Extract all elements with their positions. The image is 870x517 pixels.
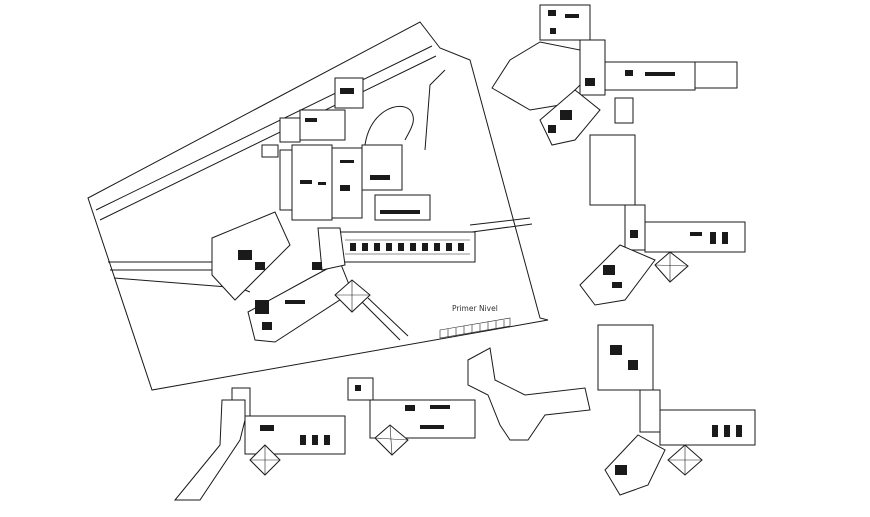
drive-north <box>424 69 446 151</box>
floor-plan-middle-right <box>579 134 746 306</box>
east-wing-rooms <box>350 243 464 251</box>
building-outline <box>467 347 591 441</box>
drive-loop <box>364 105 414 146</box>
road-east <box>469 217 533 233</box>
floor-plan-top-right <box>491 4 738 146</box>
central-building <box>211 77 476 343</box>
level-label: Primer Nivel <box>452 304 498 313</box>
floor-plan-bottom-left <box>173 387 346 501</box>
site-plan: Primer Nivel <box>87 21 549 391</box>
parking-strip <box>439 317 511 339</box>
site-boundary <box>87 21 549 391</box>
road-north <box>95 45 437 221</box>
central-room-details <box>238 88 420 330</box>
road-diagonal <box>359 297 409 341</box>
floor-plan-bottom-center <box>347 377 476 456</box>
floor-plan-bottom-right <box>597 324 756 496</box>
road-west <box>108 261 222 271</box>
